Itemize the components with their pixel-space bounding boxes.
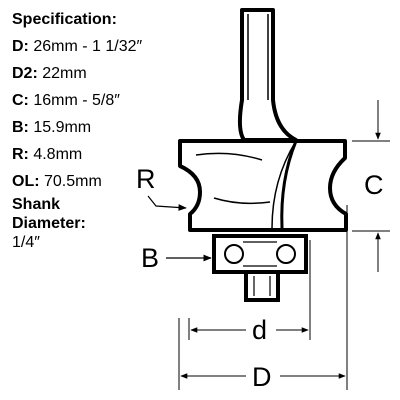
spec-key: C:: [12, 92, 29, 109]
d-label: d: [252, 315, 267, 345]
spec-row-r: R: 4.8mm: [12, 141, 162, 168]
spec-key: D:: [12, 38, 29, 55]
specification-panel: Specification: D: 26mm - 1 1/32″ D2: 22m…: [12, 6, 162, 253]
c-label: C: [364, 170, 384, 200]
spec-row-d2: D2: 22mm: [12, 60, 162, 87]
spec-key: D2:: [12, 65, 38, 82]
spec-heading: Specification:: [12, 11, 117, 28]
r-dimension: R: [136, 164, 187, 211]
b-label: B: [141, 243, 159, 273]
spec-key: B:: [12, 119, 29, 136]
spec-value: 4.8mm: [28, 146, 83, 163]
diameter-label: Diameter:: [12, 215, 86, 232]
r-label: R: [136, 164, 156, 194]
guide-bearing: [212, 234, 308, 274]
spec-row-ol: OL: 70.5mm: [12, 168, 162, 195]
spec-value: 26mm - 1 1/32″: [28, 38, 143, 55]
spec-key: OL:: [12, 173, 40, 190]
spec-value: 70.5mm: [39, 173, 102, 190]
spec-row-b: B: 15.9mm: [12, 114, 162, 141]
spec-key: R:: [12, 146, 29, 163]
shank-diameter-block: Shank Diameter: 1/4″: [12, 195, 162, 253]
c-dimension: C: [352, 100, 390, 272]
shank-diameter-value: 1/4″: [12, 234, 40, 251]
spec-value: 15.9mm: [28, 119, 92, 136]
b-dimension: B: [141, 243, 212, 273]
d-outer-label: D: [252, 362, 272, 392]
shank: [237, 8, 298, 142]
spec-value: 22mm: [37, 65, 87, 82]
spec-row-c: C: 16mm - 5/8″: [12, 87, 162, 114]
spec-row-d: D: 26mm - 1 1/32″: [12, 33, 162, 60]
cutter-body: [178, 139, 348, 232]
shank-label: Shank: [12, 196, 61, 213]
bearing-screw: [244, 270, 280, 302]
d-outer-dimension: D: [178, 205, 348, 392]
d-dimension: d: [188, 240, 311, 345]
spec-value: 16mm - 5/8″: [28, 92, 120, 109]
